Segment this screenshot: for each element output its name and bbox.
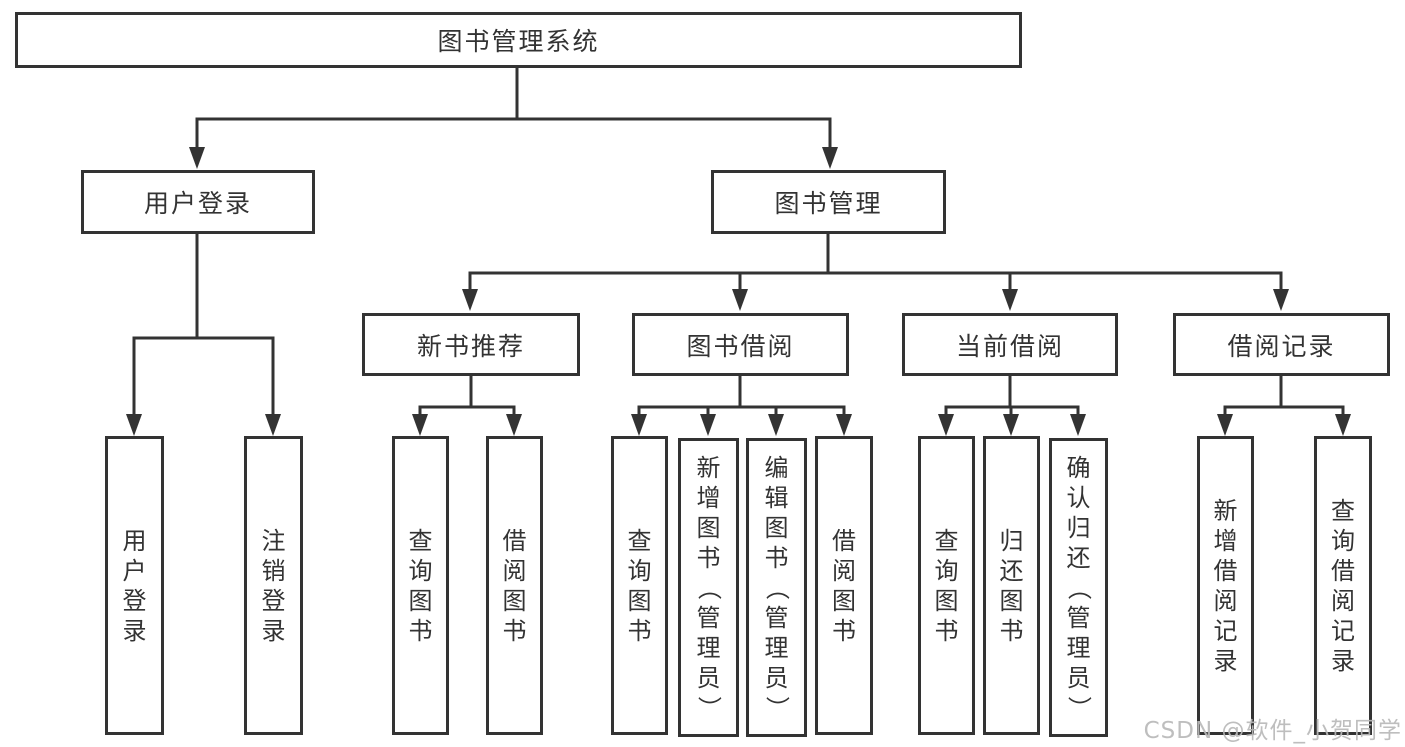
leaf-borrow-book-1: 借阅图书 <box>486 436 543 735</box>
node-borrowing-records: 借阅记录 <box>1173 313 1390 376</box>
leaf-query-books-1-label: 查询图书 <box>408 526 433 645</box>
leaf-query-borrow-record: 查询借阅记录 <box>1314 436 1372 735</box>
node-current-borrowing-label: 当前借阅 <box>955 331 1064 361</box>
leaf-add-borrow-record-label: 新增借阅记录 <box>1213 496 1238 675</box>
node-user-login: 用户登录 <box>81 170 315 234</box>
leaf-logout-label: 注销登录 <box>261 526 286 645</box>
leaf-confirm-return-admin-label: 确认归还（管理员） <box>1064 453 1093 720</box>
leaf-logout: 注销登录 <box>244 436 303 735</box>
leaf-borrow-book-1-label: 借阅图书 <box>502 526 527 645</box>
leaf-add-borrow-record: 新增借阅记录 <box>1197 436 1254 735</box>
leaf-query-books-3-label: 查询图书 <box>934 526 959 645</box>
watermark-text: CSDN @软件_小贺同学 <box>1143 718 1402 744</box>
leaf-confirm-return-admin: 确认归还（管理员） <box>1049 438 1108 737</box>
leaf-query-borrow-record-label: 查询借阅记录 <box>1331 496 1355 675</box>
leaf-edit-book-admin: 编辑图书（管理员） <box>746 438 807 737</box>
leaf-add-book-admin-label: 新增图书（管理员） <box>694 453 723 720</box>
leaf-query-books-1: 查询图书 <box>392 436 449 735</box>
root-node-label: 图书管理系统 <box>437 27 600 56</box>
node-new-book-recommendation: 新书推荐 <box>362 313 580 376</box>
leaf-borrow-book-2-label: 借阅图书 <box>832 526 856 645</box>
node-book-borrowing: 图书借阅 <box>632 313 849 376</box>
leaf-query-books-3: 查询图书 <box>918 436 975 735</box>
leaf-add-book-admin: 新增图书（管理员） <box>678 438 739 737</box>
root-node-library-system: 图书管理系统 <box>15 12 1022 68</box>
node-book-borrowing-label: 图书借阅 <box>686 331 795 361</box>
leaf-return-book-label: 归还图书 <box>999 526 1024 645</box>
node-book-management: 图书管理 <box>711 170 946 234</box>
node-borrowing-records-label: 借阅记录 <box>1227 331 1336 361</box>
leaf-return-book: 归还图书 <box>983 436 1040 735</box>
leaf-user-login-label: 用户登录 <box>122 526 147 645</box>
leaf-query-books-2: 查询图书 <box>611 436 668 735</box>
leaf-user-login: 用户登录 <box>105 436 164 735</box>
leaf-borrow-book-2: 借阅图书 <box>815 436 873 735</box>
node-user-login-label: 用户登录 <box>143 189 252 218</box>
node-new-book-label: 新书推荐 <box>416 331 525 361</box>
leaf-query-books-2-label: 查询图书 <box>627 526 652 645</box>
node-book-management-label: 图书管理 <box>774 189 883 218</box>
node-current-borrowing: 当前借阅 <box>902 313 1118 376</box>
leaf-edit-book-admin-label: 编辑图书（管理员） <box>762 453 791 720</box>
